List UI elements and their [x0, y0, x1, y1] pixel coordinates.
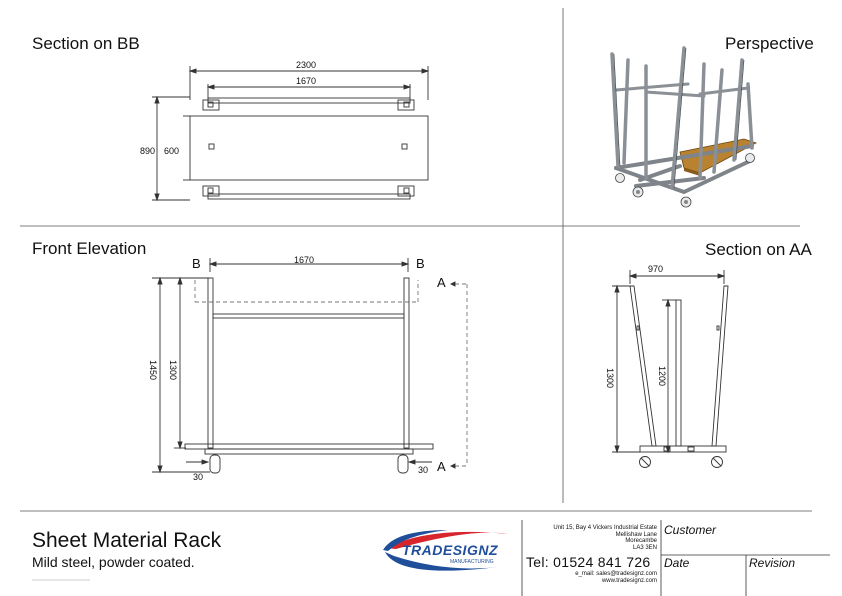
section-marker-b-right: B — [416, 256, 425, 271]
address-line-2: Mellishaw Lane — [615, 531, 657, 538]
address-line-1: Unit 15, Bay 4 Vickers Industrial Estate — [553, 525, 657, 531]
address-block: Unit 15, Bay 4 Vickers Industrial Estate… — [530, 525, 657, 551]
perspective-view — [610, 46, 758, 208]
plan-view — [152, 66, 430, 202]
side-dim-height-outer: 1300 — [605, 368, 615, 389]
title-block-grid — [521, 520, 830, 596]
plan-dim-overall-depth: 890 — [140, 146, 156, 156]
section-marker-a-bottom: A — [437, 459, 446, 474]
address-line-4: LA3 3EN — [632, 544, 657, 551]
section-marker-b-left: B — [192, 256, 201, 271]
front-elevation-title: Front Elevation — [32, 239, 147, 258]
logo-subtitle: MANUFACTURING — [450, 559, 494, 565]
front-elevation-view — [152, 258, 468, 474]
front-dim-height-upright: 1300 — [168, 360, 178, 381]
address-line-3: Morecambe — [625, 538, 657, 544]
date-field-label: Date — [664, 556, 690, 570]
side-section-view — [612, 270, 729, 468]
front-dim-width: 1670 — [294, 255, 315, 265]
telephone: Tel: 01524 841 726 — [526, 554, 651, 570]
plan-dim-inner-depth: 600 — [164, 146, 180, 156]
side-dim-width: 970 — [648, 264, 664, 274]
email: e_mail: sales@tradesignz.com — [575, 571, 657, 577]
plan-title: Section on BB — [32, 34, 140, 53]
revision-field-label: Revision — [749, 556, 796, 570]
logo-wordmark: TRADESIGNZ — [402, 542, 498, 558]
sheet-dividers — [20, 8, 812, 512]
plan-dim-overall-length: 2300 — [296, 60, 317, 70]
product-description: Mild steel, powder coated. — [32, 554, 195, 570]
plan-dim-inner-length: 1670 — [296, 76, 317, 86]
section-marker-a-top: A — [437, 275, 446, 290]
side-dim-height-inner: 1200 — [657, 366, 667, 387]
castor-icons — [615, 153, 755, 208]
front-dim-height-total: 1450 — [148, 360, 158, 381]
product-name: Sheet Material Rack — [32, 529, 222, 552]
front-dim-offset-left: 30 — [193, 472, 204, 482]
perspective-title: Perspective — [725, 34, 814, 53]
website: www.tradesignz.com — [601, 578, 657, 584]
customer-field-label: Customer — [664, 523, 717, 537]
side-section-title: Section on AA — [705, 240, 812, 259]
tradesignz-logo — [383, 530, 508, 571]
front-dim-offset-right: 30 — [418, 465, 429, 475]
